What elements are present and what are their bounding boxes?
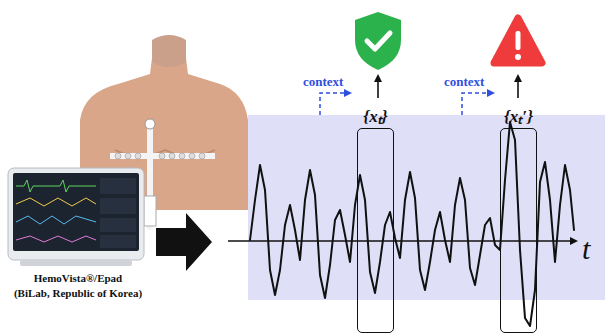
screen-trace xyxy=(16,216,96,224)
electrode xyxy=(145,119,155,129)
screen-panel xyxy=(100,235,136,248)
context-arrow xyxy=(320,93,350,115)
electrodes xyxy=(115,153,205,159)
context-arrow xyxy=(462,93,493,115)
screen-trace xyxy=(16,180,96,192)
output-arrow xyxy=(377,76,379,98)
axis-label: t xyxy=(582,232,590,266)
check-mark xyxy=(367,33,390,49)
sensor-pad xyxy=(144,196,156,226)
monitor-base xyxy=(20,260,132,266)
screen-panel xyxy=(100,178,136,194)
context-label: context xyxy=(303,74,343,90)
monitor-screen xyxy=(13,173,139,251)
screen-trace xyxy=(16,198,96,206)
output-arrow xyxy=(517,76,519,98)
warning-dot xyxy=(515,54,521,60)
flow-arrow xyxy=(156,213,212,271)
window-box: {xₜ′} xyxy=(500,128,537,333)
device-name: HemoVista®/Epad xyxy=(34,272,122,284)
electrode-strip xyxy=(110,153,215,159)
screen-panel xyxy=(100,198,136,214)
monitor-housing xyxy=(8,168,144,260)
screen-panel xyxy=(100,218,136,232)
warning-bar xyxy=(516,31,521,50)
window-box: {xₜ} xyxy=(357,128,394,333)
context-label: context xyxy=(444,74,484,90)
device-maker: (BiLab, Republic of Korea) xyxy=(14,287,142,299)
waveform xyxy=(250,122,574,326)
screen-trace xyxy=(16,236,96,242)
window-label: {xₜ′} xyxy=(504,104,533,127)
warning-triangle xyxy=(494,18,542,63)
neck xyxy=(152,35,186,67)
normal-shield xyxy=(355,12,401,70)
torso-image xyxy=(80,58,248,210)
window-label: {xₜ} xyxy=(363,104,387,127)
